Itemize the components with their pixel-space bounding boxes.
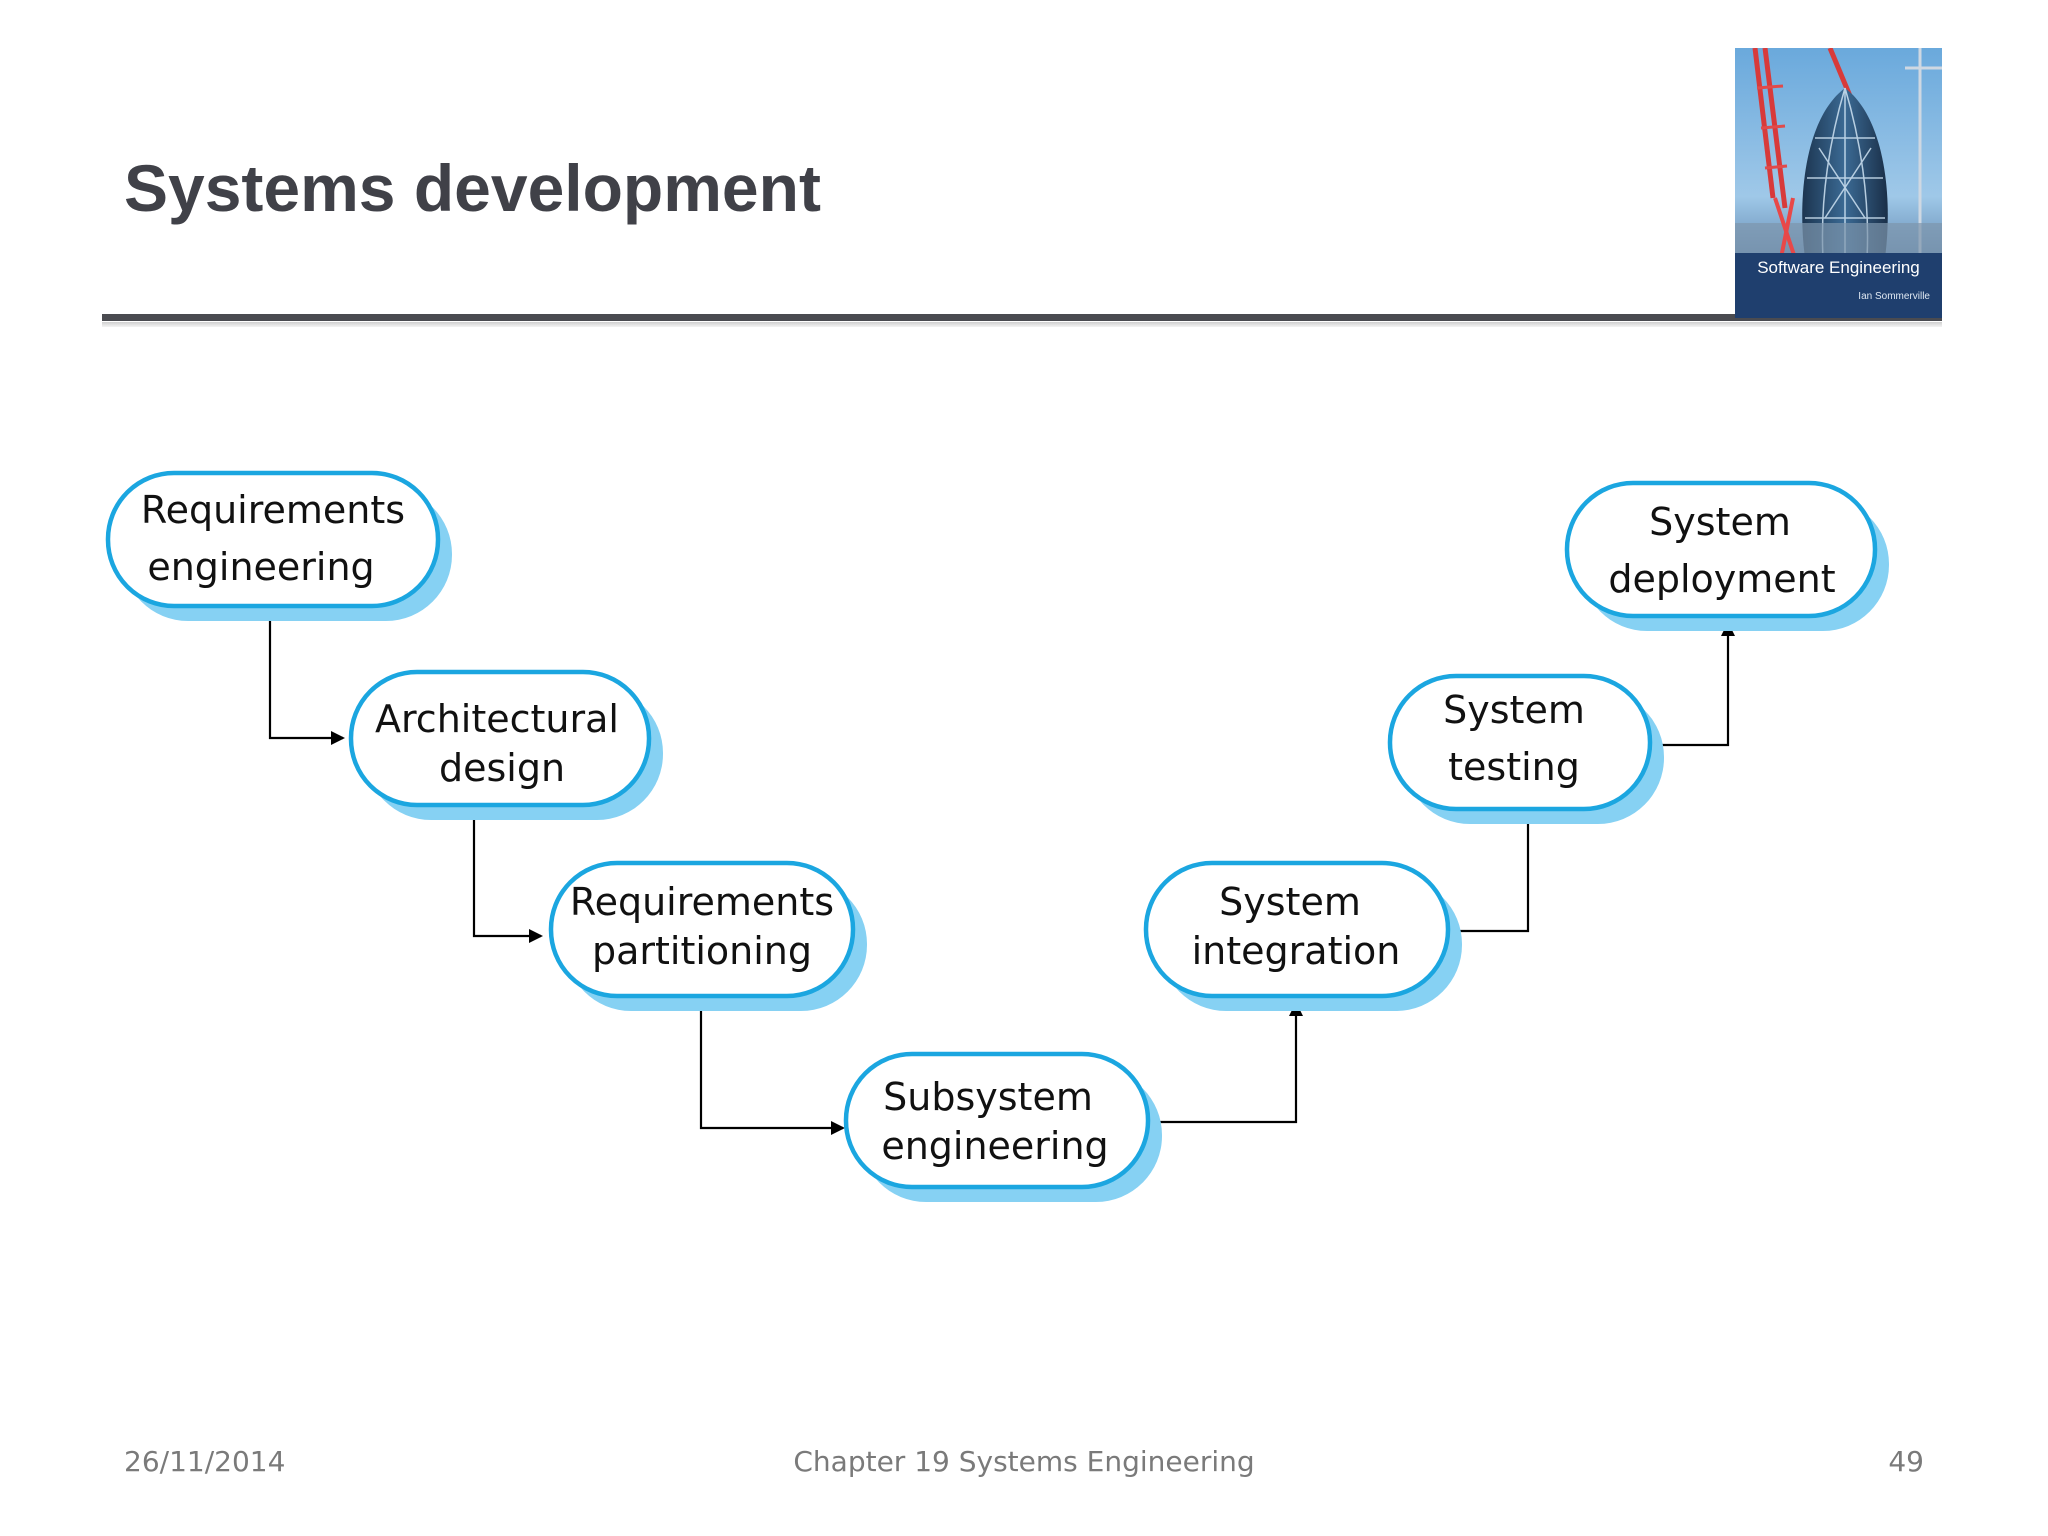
- node-label-line2: partitioning: [592, 929, 812, 973]
- node-label-line1: Requirements: [141, 488, 405, 532]
- title-divider: [102, 314, 1942, 321]
- node-label-line1: System: [1443, 688, 1585, 732]
- node-system-deployment: System deployment: [1564, 480, 1889, 631]
- node-label-line1: System: [1219, 880, 1361, 924]
- node-label-line2: integration: [1192, 929, 1401, 973]
- book-cover-image: Software Engineering Ian Sommerville: [1735, 48, 1942, 318]
- node-label-line1: Requirements: [570, 880, 834, 924]
- node-label-line1: Subsystem: [883, 1075, 1093, 1119]
- slide-title: Systems development: [124, 151, 821, 225]
- node-label-line2: engineering: [881, 1124, 1108, 1168]
- book-author: Ian Sommerville: [1858, 291, 1930, 302]
- connectors: [268, 607, 1735, 1135]
- node-system-integration: System integration: [1143, 860, 1462, 1011]
- node-label-line2: deployment: [1608, 557, 1835, 601]
- arrow-integ-to-testing: [1448, 808, 1535, 933]
- arrow-testing-to-deploy: [1648, 622, 1735, 747]
- node-system-testing: System testing: [1387, 673, 1664, 824]
- node-label-line2: testing: [1448, 745, 1580, 789]
- node-requirements-partitioning: Requirements partitioning: [548, 860, 867, 1011]
- title-divider-shadow: [102, 322, 1942, 327]
- node-label-line2: engineering: [147, 545, 374, 589]
- arrow-req-part-to-subsys: [699, 996, 845, 1135]
- footer-page-number: 49: [1888, 1445, 1924, 1478]
- arrow-arch-to-req-part: [472, 806, 543, 943]
- footer-chapter: Chapter 19 Systems Engineering: [793, 1445, 1255, 1478]
- node-architectural-design: Architectural design: [348, 669, 663, 820]
- arrow-req-eng-to-arch: [268, 607, 345, 745]
- node-label-line1: System: [1649, 500, 1791, 544]
- book-title: Software Engineering: [1757, 258, 1920, 277]
- arrow-subsys-to-integ: [1146, 1002, 1303, 1124]
- node-label-line1: Architectural: [375, 697, 619, 741]
- node-requirements-engineering: Requirements engineering: [105, 470, 452, 621]
- node-subsystem-engineering: Subsystem engineering: [843, 1051, 1162, 1202]
- node-label-line2: design: [439, 746, 565, 790]
- footer-date: 26/11/2014: [124, 1445, 286, 1478]
